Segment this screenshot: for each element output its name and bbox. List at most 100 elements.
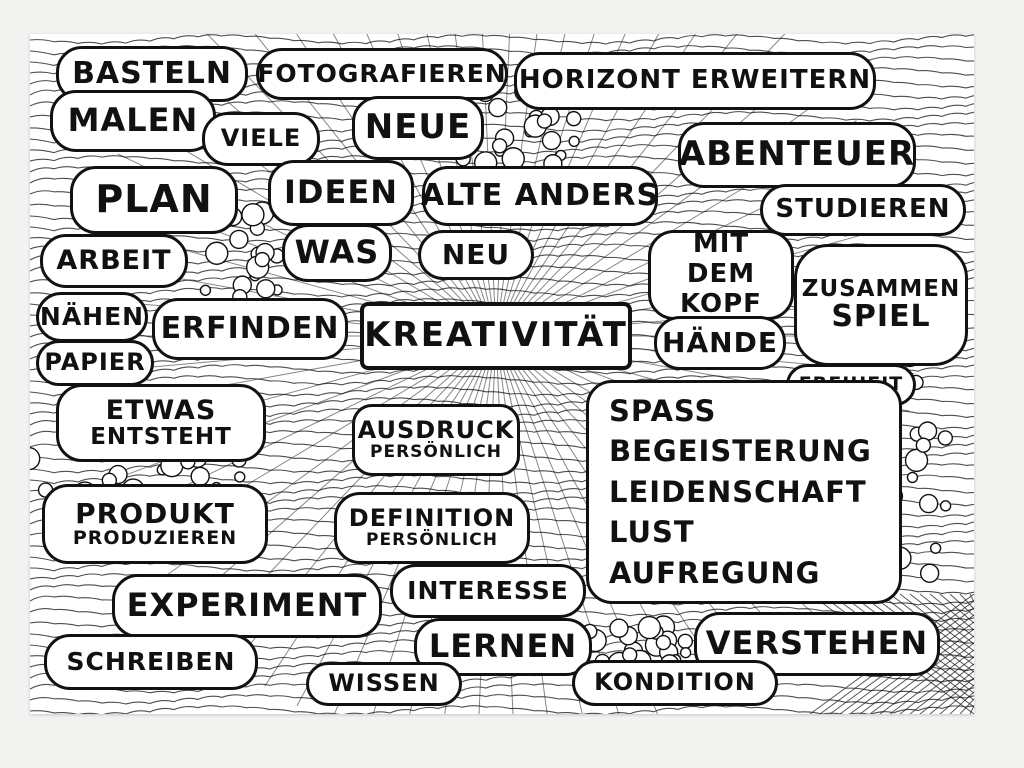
crosshatch-line	[939, 593, 974, 624]
doodle-circle	[491, 138, 508, 154]
doodle-circle	[918, 493, 939, 514]
bubble-alte-anders: ALTE ANDERS	[421, 166, 658, 226]
bubble-schreiben: SCHREIBEN	[44, 634, 258, 690]
doodle-circle	[254, 251, 270, 268]
bubble-was: WAS	[282, 224, 392, 282]
bubble-etwas-entsteht: ETWAS ENTSTEHT	[56, 384, 266, 462]
doodle-circle	[915, 437, 932, 453]
bubble-kondition: KONDITION	[572, 660, 778, 706]
doodle-circle	[917, 421, 938, 441]
central-topic: KREATIVITÄT	[360, 302, 632, 370]
label-interesse: INTERESSE	[407, 575, 569, 605]
label-etwas: ETWAS	[105, 394, 217, 426]
bubble-erfinden: ERFINDEN	[152, 298, 348, 360]
bubble-verstehen: VERSTEHEN	[694, 612, 940, 676]
hatch-line	[30, 34, 974, 45]
label-kondition: KONDITION	[594, 668, 756, 697]
label-produzieren: PRODUZIEREN	[72, 526, 238, 549]
label-erfinden: ERFINDEN	[160, 311, 340, 347]
crosshatch-line	[899, 593, 974, 652]
bubble-papier: PAPIER	[36, 340, 154, 386]
crosshatch-line	[969, 593, 974, 603]
doodle-circle	[566, 110, 582, 127]
label-studieren: STUDIEREN	[775, 194, 951, 225]
bubble-neu: NEU	[418, 230, 534, 280]
bubble-viele: VIELE	[202, 112, 320, 166]
crosshatch-line	[889, 649, 974, 714]
label-fotografieren: FOTOGRAFIEREN	[257, 58, 507, 88]
doodle-circle	[234, 471, 246, 483]
label-basteln: BASTELN	[72, 56, 232, 92]
doodle-circle	[904, 448, 929, 473]
label-arbeit: ARBEIT	[56, 244, 172, 276]
bubble-arbeit: ARBEIT	[40, 234, 188, 288]
doodle-circle	[30, 446, 41, 471]
doodle-circle	[679, 646, 692, 659]
doodle-circle	[929, 542, 942, 554]
doodle-circle	[199, 284, 212, 296]
bubble-fotografieren: FOTOGRAFIEREN	[256, 48, 508, 100]
crosshatch-line	[939, 684, 974, 714]
drawing-sheet: BASTELN FOTOGRAFIEREN HORIZONT ERWEITERN…	[30, 34, 974, 714]
crosshatch-line	[909, 663, 974, 714]
bubble-malen: MALEN	[50, 90, 216, 152]
bubble-definition: DEFINITION PERSÖNLICH	[334, 492, 530, 564]
crosshatch-line	[879, 642, 974, 714]
doodle-circle	[919, 563, 940, 583]
label-malen: MALEN	[67, 101, 199, 140]
label-ausdruck: AUSDRUCK	[357, 416, 515, 445]
bubble-naehen: NÄHEN	[36, 292, 148, 342]
crosshatch-line	[869, 635, 974, 714]
doodle-circle	[637, 615, 662, 640]
label-kreativitaet: KREATIVITÄT	[364, 315, 628, 356]
crosshatch-line	[919, 670, 974, 714]
feelings-box: SPASS BEGEISTERUNG LEIDENSCHAFT LUST AUF…	[586, 380, 902, 604]
doodle-circle	[241, 203, 265, 227]
doodle-circle	[541, 130, 562, 151]
doodle-circle	[906, 471, 919, 484]
crosshatch-line	[969, 705, 974, 714]
hatch-line	[30, 683, 974, 694]
crosshatch-line	[899, 656, 974, 714]
bubble-zusammenspiel: ZUSAMMEN SPIEL	[794, 244, 968, 366]
doodle-circle	[677, 633, 694, 650]
label-wissen: WISSEN	[328, 669, 440, 698]
label-aufregung: AUFREGUNG	[609, 555, 821, 590]
ray-line	[495, 34, 696, 337]
crosshatch-line	[909, 593, 974, 645]
bubble-abenteuer: ABENTEUER	[678, 122, 916, 188]
label-plan: PLAN	[95, 177, 213, 222]
label-zusammenspiel-2: SPIEL	[831, 299, 931, 335]
label-neu: NEU	[441, 238, 511, 272]
label-experiment: EXPERIMENT	[126, 586, 368, 625]
bubble-ausdruck: AUSDRUCK PERSÖNLICH	[352, 404, 520, 476]
label-lust: LUST	[609, 515, 695, 550]
label-lernen: LERNEN	[428, 627, 578, 666]
ray-line	[179, 335, 497, 613]
doodle-circle	[655, 634, 672, 651]
bubble-horizont: HORIZONT ERWEITERN	[514, 52, 876, 110]
bubble-mit-dem-kopf: MIT DEM KOPF	[648, 229, 794, 320]
label-naehen: NÄHEN	[39, 301, 145, 331]
bubble-ideen: IDEEN	[268, 160, 414, 226]
bubble-experiment: EXPERIMENT	[112, 574, 382, 638]
bubble-haende: HÄNDE	[654, 316, 786, 370]
label-horizont: HORIZONT ERWEITERN	[518, 65, 872, 96]
label-verstehen: VERSTEHEN	[705, 624, 929, 663]
doodle-circle	[190, 466, 210, 487]
label-neue: NEUE	[364, 107, 472, 148]
crosshatch-line	[959, 698, 974, 714]
bubble-plan: PLAN	[70, 166, 238, 234]
label-leidenschaft: LEIDENSCHAFT	[609, 474, 867, 509]
label-zusammenspiel-1: ZUSAMMEN	[801, 276, 961, 303]
bubble-wissen: WISSEN	[306, 662, 462, 706]
label-ausdruck-persoenlich: PERSÖNLICH	[370, 441, 502, 462]
bubble-studieren: STUDIEREN	[760, 184, 966, 236]
bubble-interesse: INTERESSE	[390, 564, 586, 618]
doodle-circle	[536, 113, 553, 129]
hatch-line	[30, 694, 974, 705]
label-viele: VIELE	[220, 124, 302, 153]
label-papier: PAPIER	[44, 348, 146, 377]
label-begeisterung: BEGEISTERUNG	[609, 434, 872, 469]
label-abenteuer: ABENTEUER	[678, 134, 916, 175]
